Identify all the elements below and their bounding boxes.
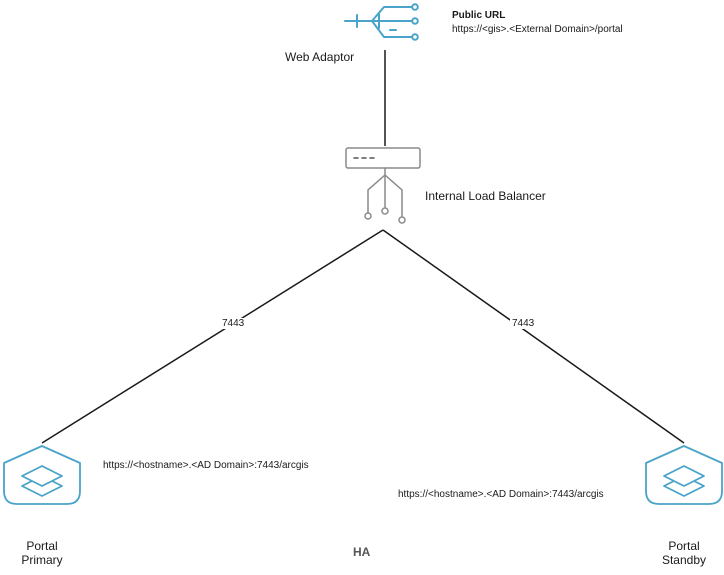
web-adaptor-label: Web Adaptor [285, 50, 355, 64]
portal-primary-icon [3, 445, 81, 505]
port-label-standby: 7443 [510, 318, 537, 329]
portal-primary-label: Portal Primary [14, 539, 70, 567]
web-adaptor-icon [344, 3, 419, 41]
portal-standby-line1: Portal [668, 539, 700, 553]
portal-standby-label: Portal Standby [656, 539, 712, 567]
public-url-title: Public URL [452, 10, 506, 21]
portal-standby-url: https://<hostname>.<AD Domain>:7443/arcg… [398, 489, 604, 500]
connector-lb-primary [41, 229, 384, 444]
load-balancer-icon [345, 147, 421, 224]
port-label-primary: 7443 [220, 318, 247, 329]
load-balancer-label: Internal Load Balancer [425, 189, 546, 203]
connector-lb-standby [382, 229, 685, 444]
portal-standby-line2: Standby [661, 553, 707, 567]
portal-standby-icon [645, 445, 723, 505]
ha-label: HA [353, 545, 371, 559]
public-url: https://<gis>.<External Domain>/portal [452, 24, 623, 35]
portal-primary-line1: Portal [26, 539, 58, 553]
portal-primary-line2: Primary [21, 553, 63, 567]
portal-primary-url: https://<hostname>.<AD Domain>:7443/arcg… [103, 460, 309, 471]
